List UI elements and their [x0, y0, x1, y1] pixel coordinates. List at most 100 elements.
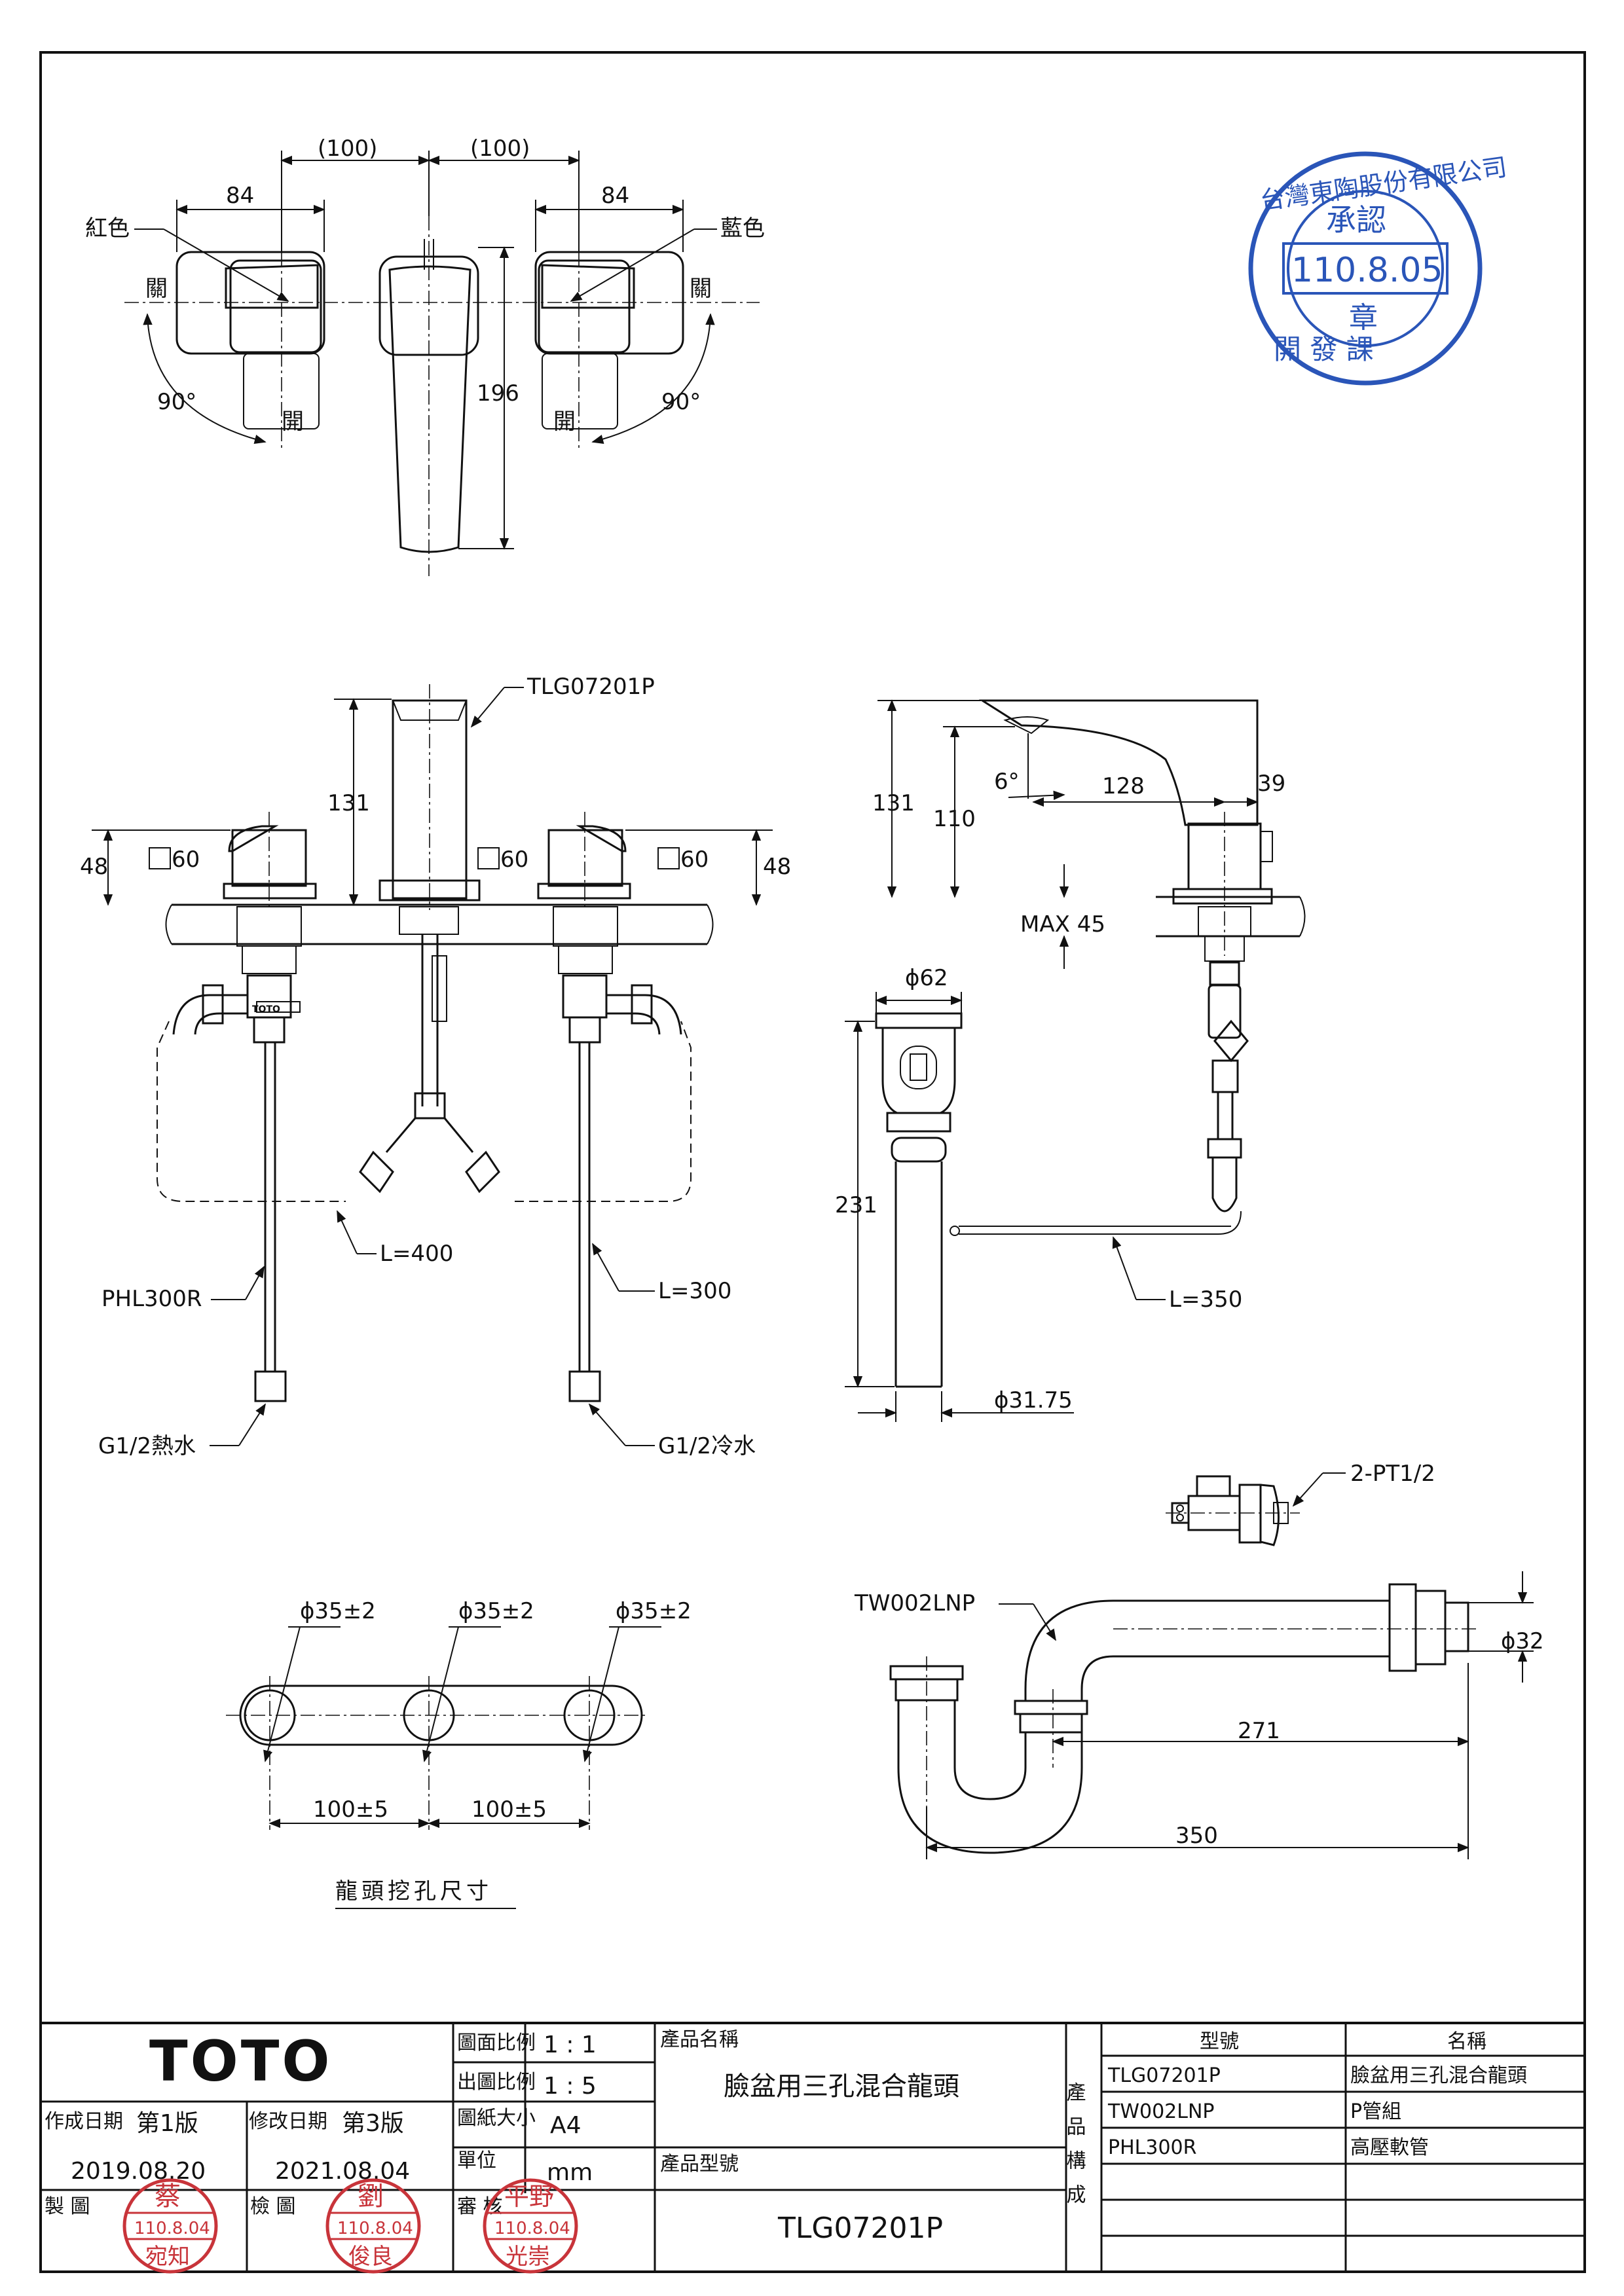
- stamp-checked-date: 110.8.04: [337, 2219, 413, 2238]
- print-scale-label: 出圖比例: [457, 2071, 536, 2094]
- drawn-label: 製 圖: [45, 2195, 90, 2218]
- stamp-drawn-date: 110.8.04: [134, 2219, 210, 2238]
- approval-stamp: 台灣東陶股份有限公司 承認 110.8.05 章 開 發 課: [1248, 151, 1509, 386]
- title-block: TOTO 圖面比例 1 : 1 出圖比例 1 : 5 圖紙大小 A4 單位 mm…: [39, 2022, 1586, 2274]
- revised-date: 2021.08.04: [275, 2158, 410, 2185]
- revised-edition: 第3版: [342, 2110, 404, 2137]
- brand-logo: TOTO: [149, 2029, 333, 2094]
- angle-valve: 2-PT1/2: [1166, 1461, 1435, 1546]
- paper-value: A4: [550, 2112, 581, 2139]
- stamp-approved: 平野 110.8.04 光崇: [483, 2178, 578, 2274]
- side-dim-height: 131: [872, 790, 915, 816]
- label-close-left: 關: [145, 276, 168, 302]
- hole-pitch-2: 100±5: [471, 1796, 547, 1823]
- unit-value: mm: [547, 2159, 593, 2186]
- created-label: 作成日期: [45, 2110, 123, 2133]
- hose-model-label: PHL300R: [101, 1286, 202, 1312]
- product-model-label: 產品型號: [660, 2153, 739, 2176]
- dim-pitch-left: (100): [318, 136, 377, 162]
- label-cold-color: 藍色: [720, 215, 765, 242]
- dim-handle-right: 84: [601, 183, 629, 209]
- hole-pitch-1: 100±5: [313, 1796, 388, 1823]
- part-name-3: 高壓軟管: [1350, 2136, 1429, 2159]
- created-date: 2019.08.20: [71, 2158, 206, 2185]
- stamp-approval-title: 承認: [1326, 202, 1386, 238]
- part-model-3: PHL300R: [1108, 2136, 1196, 2159]
- part-model-2: TW002LNP: [1107, 2100, 1215, 2123]
- composition-label: 產品構成: [1063, 2082, 1086, 2218]
- side-dim-reach: 128: [1102, 773, 1145, 799]
- side-drain-length: 231: [835, 1192, 877, 1218]
- hose-length-right: L=300: [658, 1278, 731, 1304]
- unit-label: 單位: [457, 2149, 496, 2172]
- print-scale-value: 1 : 5: [544, 2073, 597, 2100]
- product-name: 臉盆用三孔混合龍頭: [724, 2071, 959, 2102]
- square-center: 60: [500, 847, 528, 873]
- square-right: 60: [680, 847, 709, 873]
- trap-dim-inner: 271: [1238, 1718, 1280, 1744]
- hose-length-center: L=400: [380, 1241, 453, 1267]
- stamp-approved-bottom: 光崇: [506, 2244, 550, 2270]
- top-view: (100) (100) 84 84 紅色 藍色 關 關 開 開 90° 90° …: [85, 136, 765, 576]
- side-dim-body: 39: [1257, 771, 1285, 797]
- p-trap: ϕ32 271 350 TW002LNP: [854, 1571, 1544, 1859]
- trap-dia: ϕ32: [1501, 1628, 1544, 1654]
- parts-col-model: 型號: [1200, 2030, 1239, 2053]
- side-angle: 6°: [994, 769, 1020, 795]
- scale-value: 1 : 1: [544, 2032, 597, 2058]
- checked-label: 檢 圖: [250, 2195, 296, 2218]
- side-pipe-dia: ϕ31.75: [994, 1387, 1073, 1413]
- product-model: TLG07201P: [777, 2212, 943, 2245]
- angle-left: 90°: [157, 389, 196, 415]
- dim-pitch-right: (100): [470, 136, 530, 162]
- side-view: 131 110 6° 128 39 MAX 45 ϕ62 231 ϕ31.75 …: [835, 699, 1306, 1422]
- side-rod-length: L=350: [1169, 1286, 1242, 1313]
- label-close-right: 關: [690, 276, 712, 302]
- stamp-drawn: 蔡 110.8.04 宛知: [122, 2178, 218, 2274]
- front-view: TOTO 131 48 48: [80, 674, 791, 1459]
- stamp-checked-bottom: 俊良: [348, 2244, 393, 2270]
- hole-dia-3: ϕ35±2: [616, 1598, 692, 1624]
- dim-handle-height-right: 48: [763, 854, 791, 880]
- scale-label: 圖面比例: [457, 2032, 536, 2054]
- brand-mark-valve: TOTO: [252, 1004, 280, 1015]
- hole-dia-1: ϕ35±2: [300, 1598, 376, 1624]
- stamp-approved-top: 平野: [504, 2182, 554, 2211]
- sheet-border: [39, 51, 1586, 2273]
- label-open-left: 開: [282, 409, 304, 435]
- stamp-approval-date: 110.8.05: [1291, 251, 1443, 290]
- stamp-checked-top: 劉: [358, 2181, 384, 2212]
- approved-label: 審 核: [457, 2195, 503, 2218]
- square-left: 60: [172, 847, 200, 873]
- dim-handle-left: 84: [226, 183, 254, 209]
- angle-right: 90°: [661, 389, 701, 415]
- label-open-right: 開: [553, 409, 576, 435]
- stamp-approval-seal: 章: [1349, 301, 1378, 335]
- hole-layout-caption: 龍頭挖孔尺寸: [335, 1878, 492, 1904]
- part-name-2: P管組: [1350, 2100, 1401, 2123]
- spout-model-label: TLG07201P: [526, 674, 655, 700]
- stamp-checked: 劉 110.8.04 俊良: [325, 2178, 421, 2274]
- conn-cold-label: G1/2冷水: [658, 1433, 756, 1459]
- label-hot-color: 紅色: [85, 215, 130, 242]
- side-max-thickness: MAX 45: [1020, 911, 1105, 938]
- revised-label: 修改日期: [249, 2110, 327, 2133]
- stamp-drawn-bottom: 宛知: [145, 2244, 190, 2270]
- created-edition: 第1版: [136, 2110, 198, 2137]
- trap-model-label: TW002LNP: [854, 1590, 975, 1616]
- part-name-1: 臉盆用三孔混合龍頭: [1350, 2064, 1527, 2087]
- dim-spout-length: 196: [477, 380, 519, 407]
- parts-col-name: 名稱: [1447, 2030, 1486, 2053]
- dim-spout-height: 131: [327, 790, 370, 816]
- angle-valve-label: 2-PT1/2: [1350, 1461, 1435, 1487]
- stamp-drawn-top: 蔡: [155, 2181, 181, 2212]
- side-drain-dia: ϕ62: [905, 965, 948, 991]
- dim-handle-height-left: 48: [80, 854, 108, 880]
- stamp-approved-date: 110.8.04: [494, 2219, 570, 2238]
- conn-hot-label: G1/2熱水: [98, 1433, 196, 1459]
- paper-label: 圖紙大小: [457, 2107, 536, 2130]
- part-model-1: TLG07201P: [1107, 2064, 1221, 2087]
- product-name-label: 產品名稱: [660, 2028, 739, 2051]
- side-dim-outlet: 110: [933, 806, 976, 832]
